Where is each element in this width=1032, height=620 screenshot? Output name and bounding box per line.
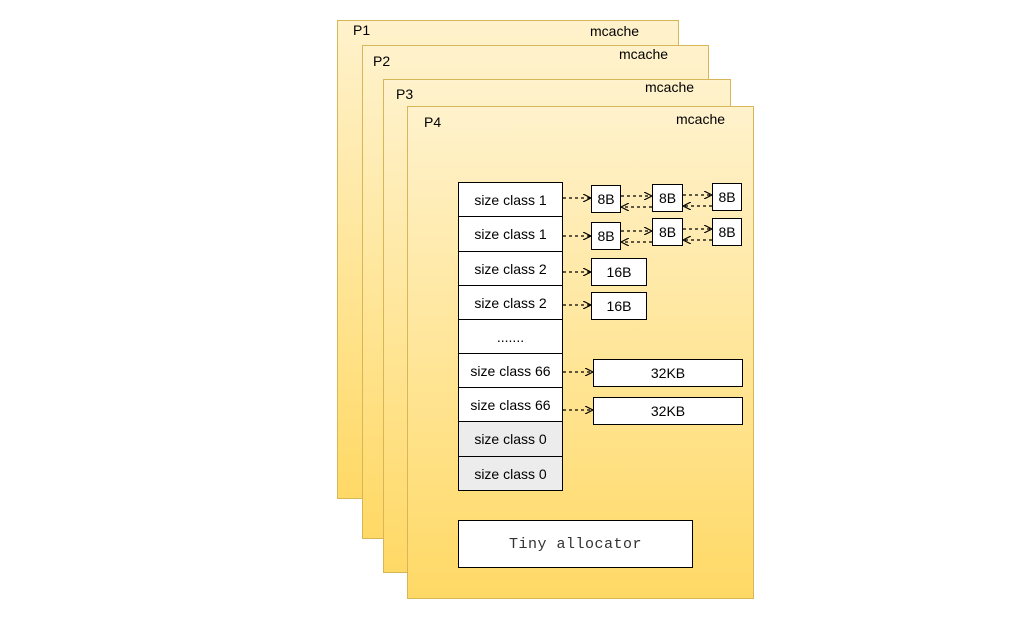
- mcache-label: mcache: [619, 46, 669, 62]
- panel-label: P4: [424, 114, 442, 130]
- block-8b: 8B: [591, 222, 621, 250]
- block-16b: 16B: [591, 292, 647, 320]
- block-8b: 8B: [591, 185, 621, 213]
- size-class-cell: size class 2: [458, 251, 563, 286]
- panel-label: P3: [396, 86, 414, 102]
- mcache-label: mcache: [645, 79, 695, 95]
- block-32kb: 32KB: [593, 359, 743, 387]
- panel-label: P2: [373, 53, 391, 69]
- size-class-cell: size class 66: [458, 387, 563, 422]
- block-32kb: 32KB: [593, 397, 743, 425]
- size-class-cell: size class 66: [458, 353, 563, 388]
- size-class-cell: size class 2: [458, 285, 563, 320]
- size-class-cell: size class 1: [458, 182, 563, 217]
- panel-label: P1: [353, 22, 371, 38]
- block-8b: 8B: [712, 183, 742, 211]
- mcache-label: mcache: [590, 23, 640, 39]
- block-8b: 8B: [712, 218, 742, 246]
- mcache-label: mcache: [676, 111, 726, 127]
- size-class-cell: size class 0: [458, 456, 563, 491]
- ellipsis-cell: .......: [458, 319, 563, 354]
- tiny-allocator-box: Tiny allocator: [458, 520, 693, 568]
- block-8b: 8B: [652, 184, 683, 212]
- block-16b: 16B: [591, 258, 647, 286]
- block-8b: 8B: [652, 218, 683, 246]
- size-class-cell: size class 1: [458, 216, 563, 252]
- size-class-cell: size class 0: [458, 421, 563, 457]
